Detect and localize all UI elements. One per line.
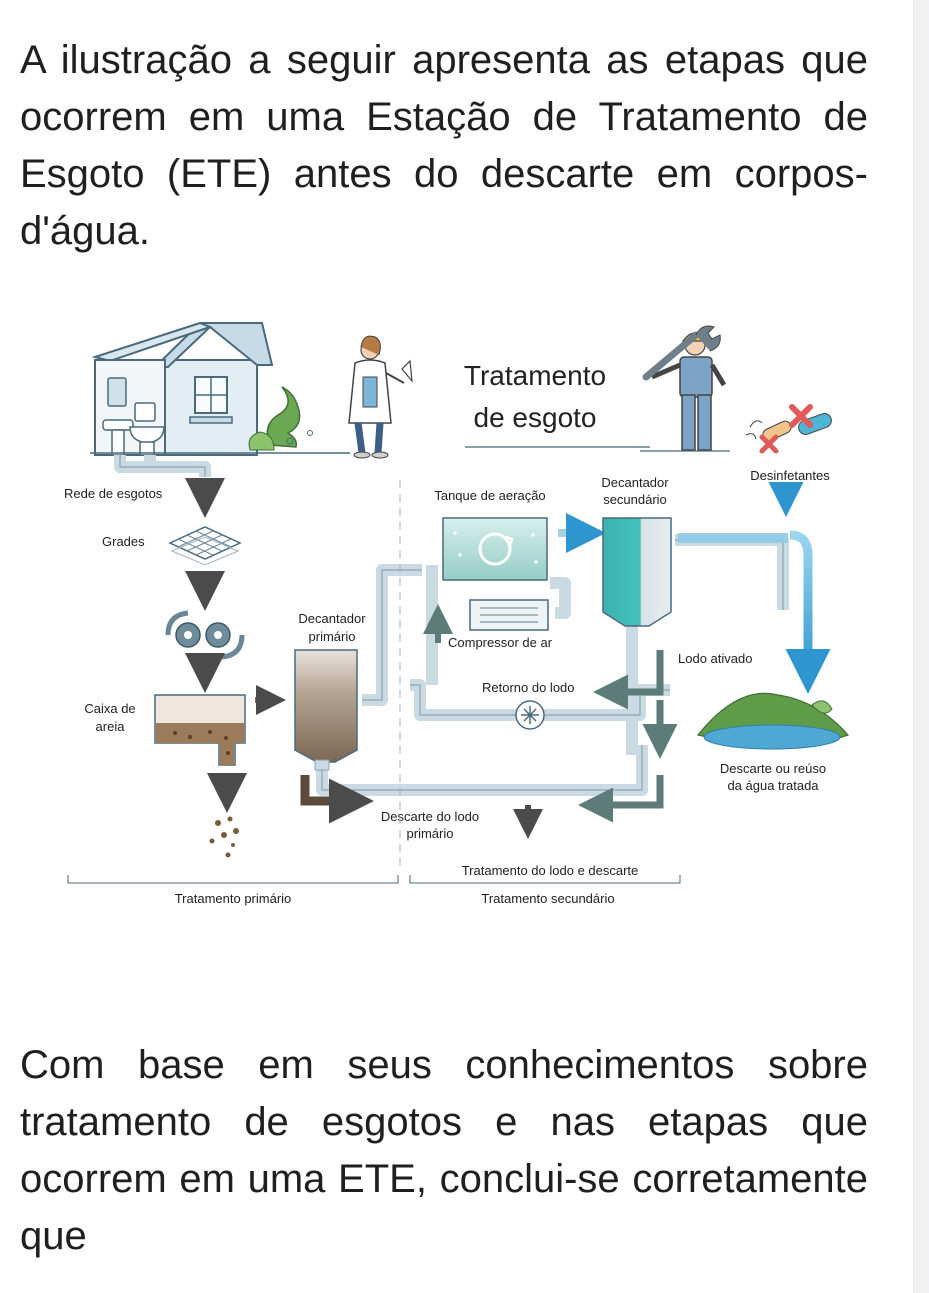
label-retorno-lodo: Retorno do lodo <box>482 680 575 695</box>
label-decantador-primario-1: Decantador <box>298 611 366 626</box>
diagram-title-line2: de esgoto <box>474 402 597 433</box>
air-compressor <box>469 599 549 631</box>
scientist-illustration <box>348 335 413 459</box>
worker-illustration <box>640 325 730 452</box>
aeration-tank <box>442 517 548 581</box>
gears-icon <box>165 610 245 660</box>
sand-box <box>154 694 246 766</box>
label-descarte-lodo-2: primário <box>407 826 454 841</box>
label-descarte-lodo-1: Descarte do lodo <box>381 809 479 824</box>
label-caixa-areia-2: areia <box>96 719 126 734</box>
label-descarte-reuso-2: da água tratada <box>727 778 819 793</box>
scrollbar[interactable] <box>913 0 929 1293</box>
label-tratamento-lodo: Tratamento do lodo e descarte <box>462 863 639 878</box>
house-illustration <box>90 321 350 456</box>
primary-settler-tank <box>294 649 358 763</box>
label-desinfetantes: Desinfetantes <box>750 468 830 483</box>
question-paragraph: Com base em seus conhecimentos sobre tra… <box>20 1043 868 1258</box>
label-grades: Grades <box>102 534 145 549</box>
disinfectant-illustration <box>745 404 832 454</box>
label-rede-esgotos: Rede de esgotos <box>64 486 163 501</box>
label-tratamento-primario: Tratamento primário <box>175 891 292 906</box>
grates-icon <box>168 526 242 566</box>
secondary-settler-tank <box>602 517 672 627</box>
label-caixa-areia-1: Caixa de <box>84 701 135 716</box>
diagram-title-line1: Tratamento <box>464 360 606 391</box>
sand-residue <box>209 816 239 858</box>
intro-paragraph: A ilustração a seguir apresenta as etapa… <box>20 38 868 253</box>
label-decantador-secundario-2: secundário <box>603 492 667 507</box>
label-tanque-aeracao: Tanque de aeração <box>434 488 545 503</box>
label-tratamento-secundario: Tratamento secundário <box>481 891 614 906</box>
treated-water-pipe <box>785 530 831 694</box>
label-lodo-ativado: Lodo ativado <box>678 651 752 666</box>
pump-icon <box>515 700 545 730</box>
label-decantador-secundario-1: Decantador <box>601 475 669 490</box>
lake-landscape <box>696 692 850 750</box>
label-compressor-ar: Compressor de ar <box>448 635 553 650</box>
label-decantador-primario-2: primário <box>309 629 356 644</box>
sewage-treatment-diagram: Tratamento de esgoto Desinfetantes <box>64 321 850 906</box>
label-descarte-reuso-1: Descarte ou reúso <box>720 761 826 776</box>
